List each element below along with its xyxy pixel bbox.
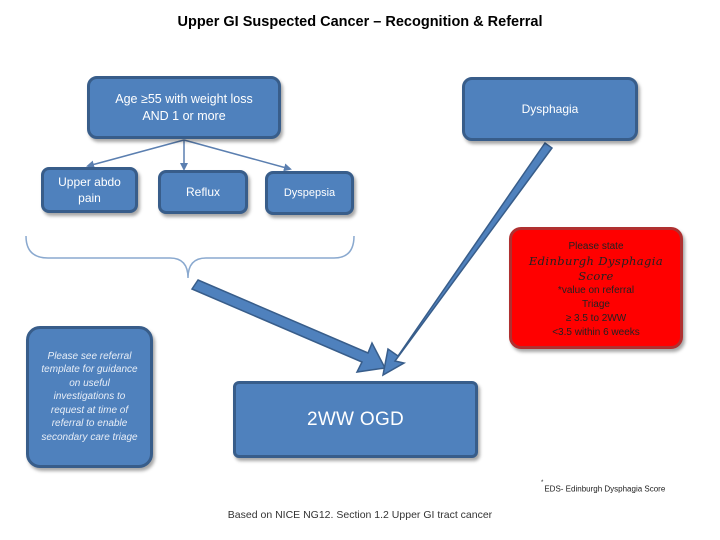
age-criteria-line2: AND 1 or more xyxy=(142,108,226,123)
age-criteria-line1: Age ≥55 with weight loss xyxy=(115,91,253,106)
2ww-ogd-box: 2WW OGD xyxy=(233,381,478,458)
eds-line-value: *value on referral xyxy=(557,285,635,296)
connector-age-dyspepsia xyxy=(183,139,292,172)
upper-abdo-line2: pain xyxy=(78,191,101,205)
eds-triage-box: Please state Edinburgh Dysphagia Score *… xyxy=(509,227,683,349)
dysphagia-box: Dysphagia xyxy=(462,77,638,141)
eds-line-triage: Triage xyxy=(582,299,610,310)
connector-age-upper xyxy=(86,139,185,169)
eds-footnote: *EDS- Edinburgh Dysphagia Score xyxy=(541,480,666,494)
footnote-marker: * xyxy=(541,480,544,486)
eds-line-please-state: Please state xyxy=(568,241,624,252)
eds-line-2ww: ≥ 3.5 to 2WW xyxy=(565,313,627,324)
2ww-ogd-label: 2WW OGD xyxy=(306,408,405,430)
referral-guidance-text: Please see referral template for guidanc… xyxy=(41,350,138,443)
footnote-text: EDS- Edinburgh Dysphagia Score xyxy=(544,484,666,494)
upper-abdo-pain-box: Upper abdo pain xyxy=(41,167,138,213)
eds-line-score-name: Edinburgh Dysphagia Score xyxy=(528,254,664,283)
reflux-label: Reflux xyxy=(185,185,220,199)
age-criteria-box: Age ≥55 with weight loss AND 1 or more xyxy=(87,76,281,139)
eds-line-6weeks: <3.5 within 6 weeks xyxy=(552,327,640,338)
page-title: Upper GI Suspected Cancer – Recognition … xyxy=(177,14,543,30)
dyspepsia-label: Dyspepsia xyxy=(283,187,336,199)
referral-guidance-box: Please see referral template for guidanc… xyxy=(26,326,153,468)
arrow-dysphagia-to-ogd xyxy=(381,141,554,377)
upper-abdo-line1: Upper abdo xyxy=(58,175,121,189)
arrow-symptoms-to-ogd xyxy=(190,279,387,373)
dyspepsia-box: Dyspepsia xyxy=(265,171,354,215)
reflux-box: Reflux xyxy=(158,170,248,214)
source-caption: Based on NICE NG12. Section 1.2 Upper GI… xyxy=(227,509,493,521)
dysphagia-label: Dysphagia xyxy=(521,102,579,116)
grouping-brace xyxy=(25,235,355,279)
